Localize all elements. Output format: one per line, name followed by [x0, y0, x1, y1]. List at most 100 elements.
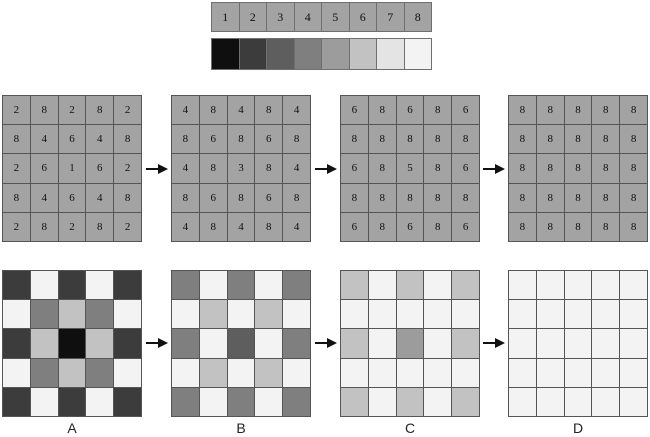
matrix-cell: 4 — [30, 125, 58, 154]
matrix-cell: 2 — [114, 96, 141, 125]
gray-cell — [86, 387, 114, 416]
matrix-cell: 8 — [30, 96, 58, 125]
matrix-cell: 6 — [341, 96, 368, 125]
gray-cell — [30, 300, 58, 329]
matrix-cell: 6 — [30, 154, 58, 183]
matrix-cell: 8 — [30, 212, 58, 241]
panel-label-d: D — [572, 420, 584, 436]
gray-matrix-d — [508, 270, 648, 417]
gray-cell — [30, 358, 58, 387]
gray-cell — [30, 387, 58, 416]
matrix-cell: 6 — [58, 125, 86, 154]
matrix-cell: 8 — [564, 125, 592, 154]
gray-cell — [509, 300, 536, 329]
matrix-cell: 8 — [368, 154, 396, 183]
gray-cell — [86, 271, 114, 300]
gray-cell — [368, 300, 396, 329]
matrix-cell: 8 — [509, 183, 536, 212]
gray-cell — [341, 271, 368, 300]
gray-cell — [368, 271, 396, 300]
matrix-cell: 4 — [172, 212, 199, 241]
gray-cell — [341, 358, 368, 387]
gray-cell — [283, 329, 310, 358]
gray-cell — [283, 271, 310, 300]
matrix-cell: 8 — [536, 125, 564, 154]
gray-cell — [172, 271, 199, 300]
matrix-cell: 6 — [255, 125, 283, 154]
gray-cell — [564, 329, 592, 358]
matrix-cell: 8 — [283, 125, 310, 154]
matrix-cell: 6 — [341, 154, 368, 183]
matrix-cell: 6 — [396, 212, 424, 241]
gray-cell — [114, 358, 141, 387]
gray-cell — [341, 329, 368, 358]
matrix-cell: 6 — [86, 154, 114, 183]
legend-number: 5 — [321, 2, 350, 32]
gray-cell — [396, 358, 424, 387]
matrix-cell: 8 — [396, 125, 424, 154]
matrix-cell: 8 — [341, 125, 368, 154]
matrix-cell: 8 — [199, 154, 227, 183]
legend-swatch — [348, 38, 377, 70]
panel-label-a: A — [67, 420, 77, 436]
gray-cell — [592, 387, 620, 416]
gray-cell — [58, 271, 86, 300]
matrix-cell: 6 — [452, 154, 479, 183]
gray-cell — [172, 300, 199, 329]
matrix-cell: 8 — [3, 183, 30, 212]
gray-cell — [396, 271, 424, 300]
gray-cell — [452, 387, 479, 416]
gray-cell — [592, 271, 620, 300]
matrix-cell: 8 — [255, 212, 283, 241]
legend-swatch — [266, 38, 295, 70]
gray-cell — [227, 300, 255, 329]
gray-cell — [3, 387, 30, 416]
gray-cell — [536, 300, 564, 329]
gray-cell — [283, 387, 310, 416]
matrix-cell: 8 — [227, 183, 255, 212]
gray-cell — [58, 358, 86, 387]
matrix-cell: 8 — [199, 96, 227, 125]
matrix-cell: 6 — [452, 212, 479, 241]
gray-cell — [368, 329, 396, 358]
legend-number: 7 — [376, 2, 405, 32]
matrix-cell: 8 — [620, 183, 647, 212]
gray-cell — [3, 358, 30, 387]
matrix-cell: 8 — [536, 183, 564, 212]
gray-cell — [86, 300, 114, 329]
matrix-cell: 2 — [3, 212, 30, 241]
legend-number: 2 — [238, 2, 267, 32]
gray-cell — [114, 271, 141, 300]
gray-matrix-b — [171, 270, 311, 417]
gray-cell — [424, 329, 452, 358]
matrix-cell: 8 — [509, 96, 536, 125]
matrix-cell: 8 — [509, 212, 536, 241]
matrix-cell: 8 — [86, 212, 114, 241]
matrix-cell: 8 — [424, 125, 452, 154]
legend-number: 8 — [403, 2, 432, 32]
gray-cell — [509, 358, 536, 387]
gray-cell — [58, 329, 86, 358]
gray-cell — [86, 329, 114, 358]
gray-cell — [452, 358, 479, 387]
gray-cell — [536, 358, 564, 387]
gray-cell — [452, 300, 479, 329]
matrix-cell: 8 — [341, 183, 368, 212]
legend-swatch-row — [211, 38, 439, 70]
gray-cell — [30, 329, 58, 358]
legend-number: 3 — [266, 2, 295, 32]
legend-swatch — [211, 38, 240, 70]
gray-cell — [396, 387, 424, 416]
right-arrow-icon — [146, 164, 168, 174]
gray-cell — [509, 329, 536, 358]
gray-cell — [199, 300, 227, 329]
matrix-cell: 8 — [255, 96, 283, 125]
matrix-cell: 8 — [227, 125, 255, 154]
matrix-cell: 8 — [86, 96, 114, 125]
gray-cell — [620, 271, 647, 300]
matrix-cell: 8 — [509, 154, 536, 183]
matrix-cell: 1 — [58, 154, 86, 183]
